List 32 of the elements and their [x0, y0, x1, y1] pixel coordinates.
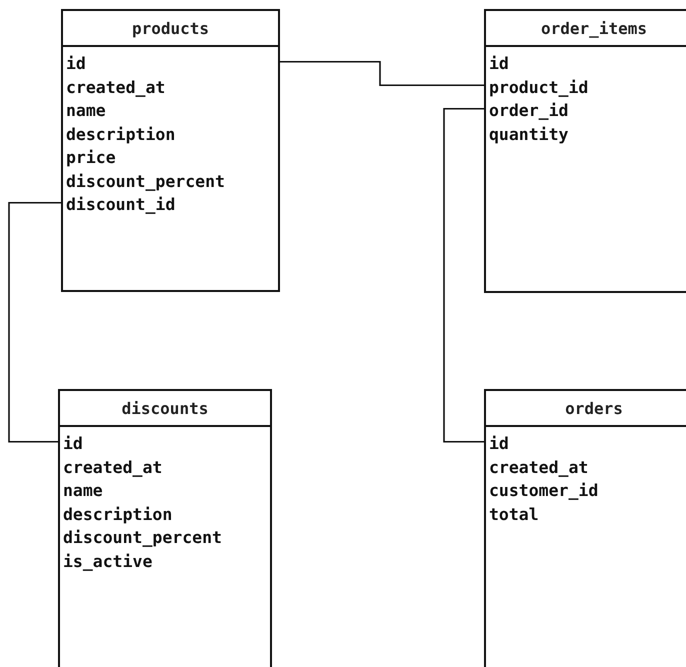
field-name: description	[63, 504, 172, 526]
connector-line	[279, 60, 485, 86]
entity-table	[61, 9, 280, 292]
field-name: total	[489, 504, 539, 526]
table-header: discounts	[60, 391, 270, 427]
entity-table	[484, 389, 686, 667]
entity-table	[484, 9, 686, 293]
table-header: order_items	[486, 11, 686, 47]
entity-table	[58, 389, 272, 667]
field-name: id	[63, 433, 83, 455]
field-name: id	[489, 53, 509, 75]
field-name: created_at	[63, 456, 162, 479]
table-header: products	[63, 11, 278, 47]
field-name: order_id	[489, 100, 568, 122]
field-name: created_at	[489, 456, 588, 479]
field-name: name	[66, 100, 106, 122]
field-name: created_at	[66, 76, 166, 99]
field-name: id	[66, 53, 86, 75]
field-name: discount_percent	[66, 170, 225, 193]
field-name: customer_id	[489, 480, 598, 502]
field-name: quantity	[489, 124, 568, 146]
field-name: id	[489, 433, 509, 455]
field-name: is_active	[63, 550, 152, 573]
connector-line	[8, 202, 62, 443]
field-name: price	[66, 147, 116, 169]
connector-line	[443, 108, 485, 443]
field-name: discount_id	[66, 194, 176, 216]
field-name: name	[63, 480, 103, 502]
field-name: description	[66, 124, 176, 146]
field-name: product_id	[489, 76, 588, 99]
table-header: orders	[486, 391, 686, 427]
field-name: discount_percent	[63, 527, 222, 549]
